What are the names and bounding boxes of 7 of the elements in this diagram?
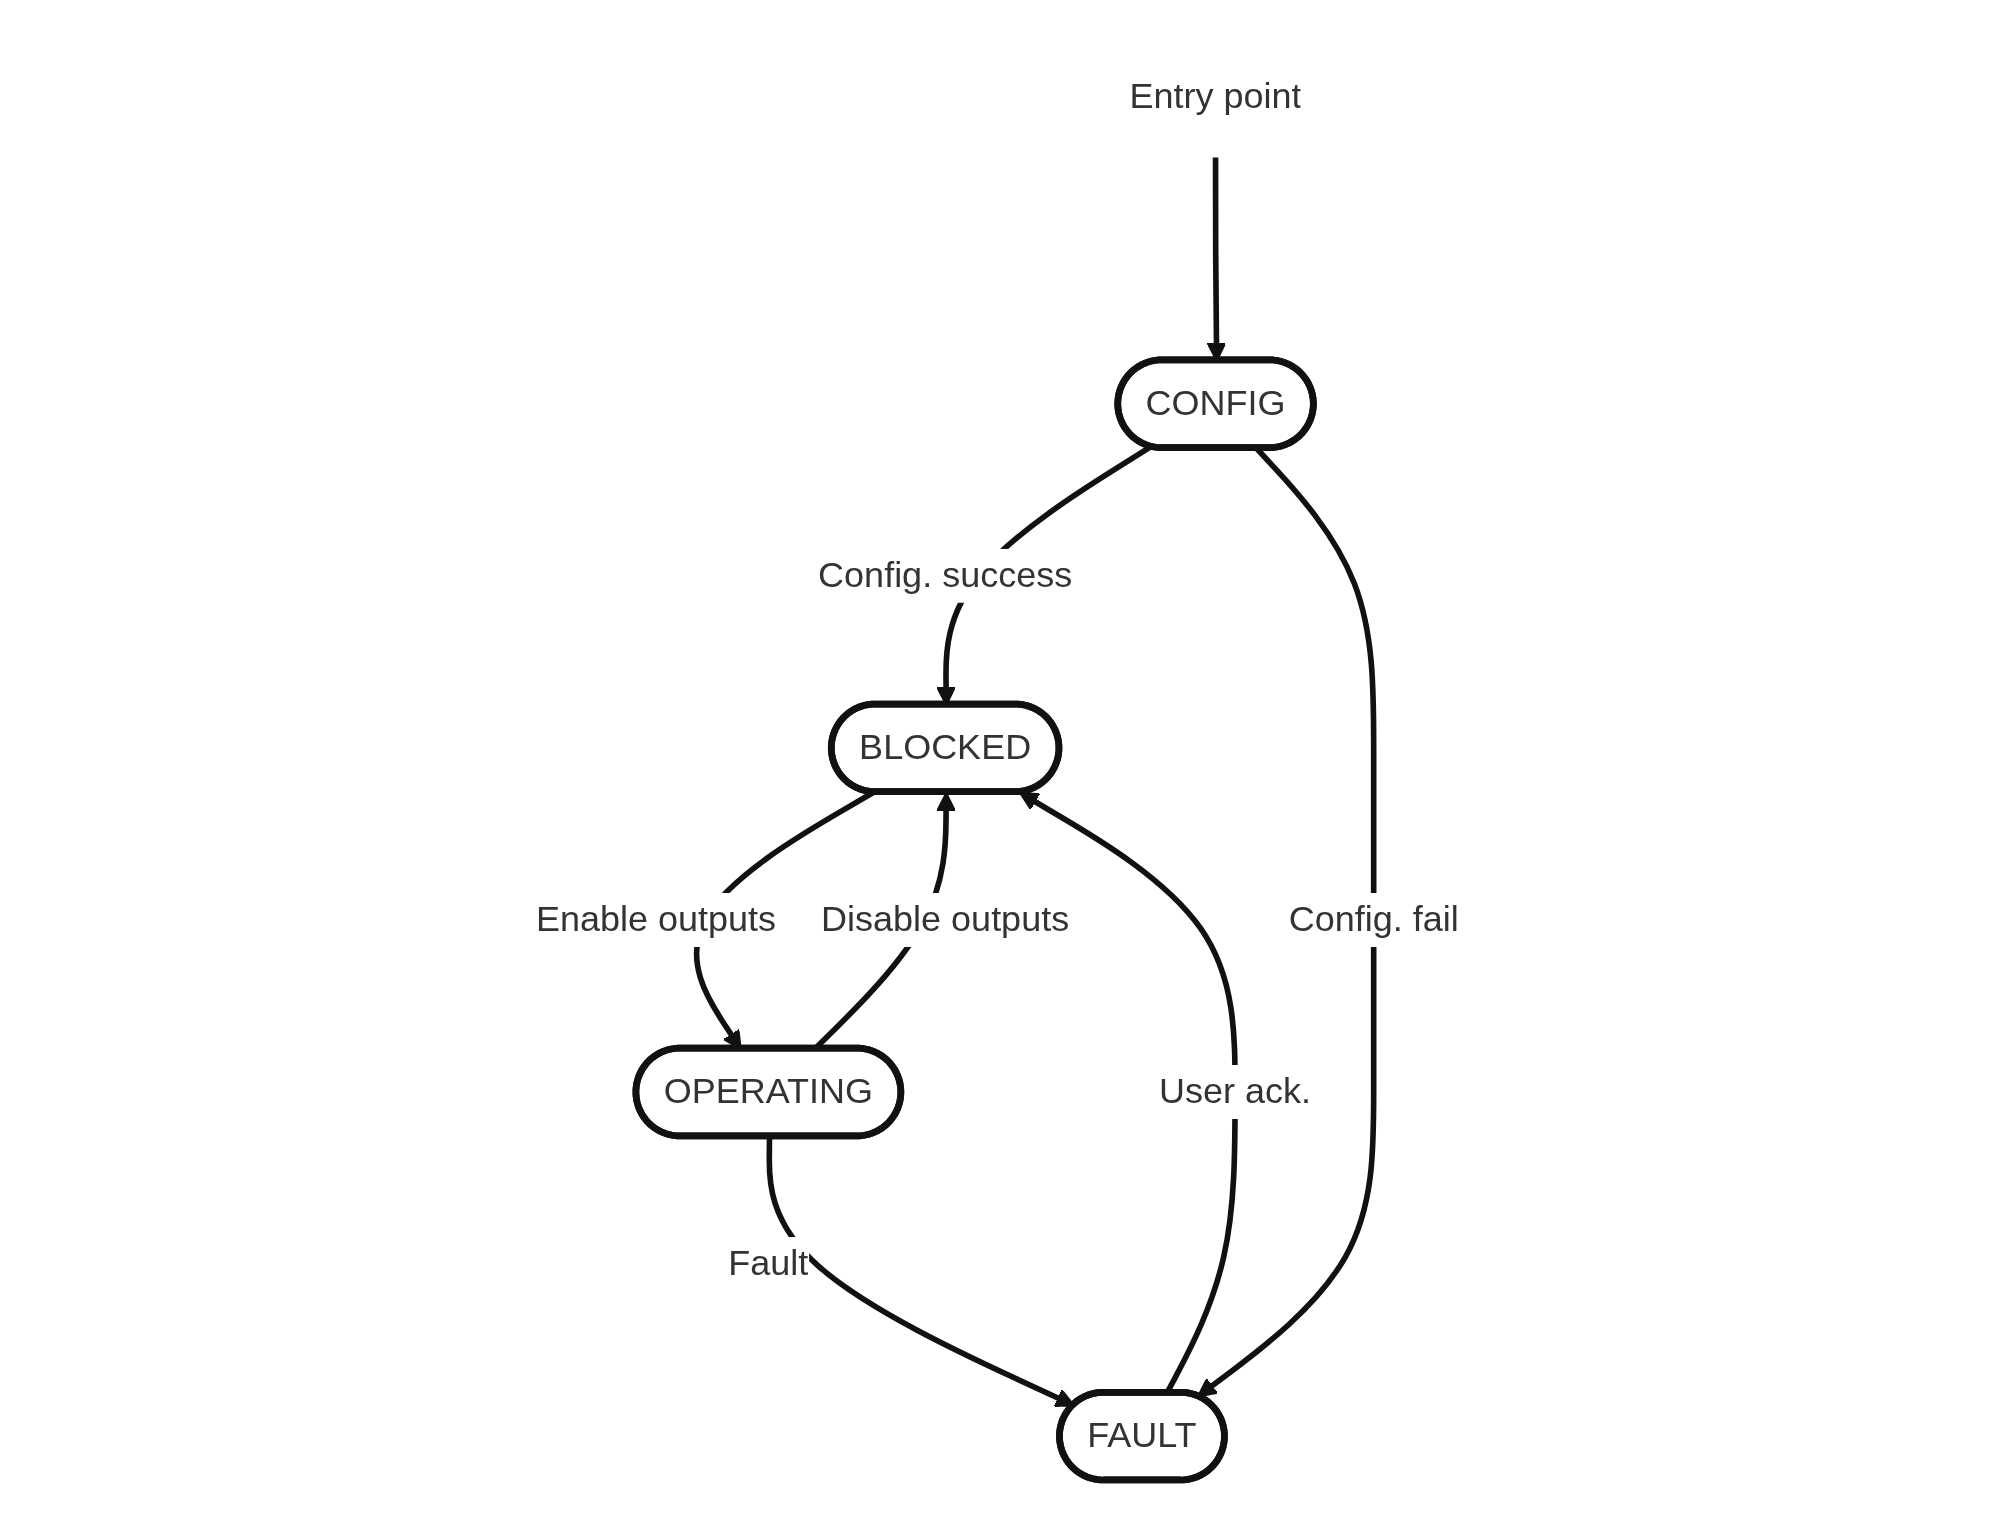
edge-label: Enable outputs: [535, 899, 776, 938]
node-text: Entry point: [1129, 75, 1302, 115]
edge-label: Fault: [728, 1243, 809, 1282]
edge-label: Config. fail: [1288, 899, 1459, 938]
edge-label: Disable outputs: [820, 899, 1069, 938]
edge-label: User ack.: [1158, 1071, 1311, 1110]
edge-label: Config. success: [817, 555, 1072, 594]
